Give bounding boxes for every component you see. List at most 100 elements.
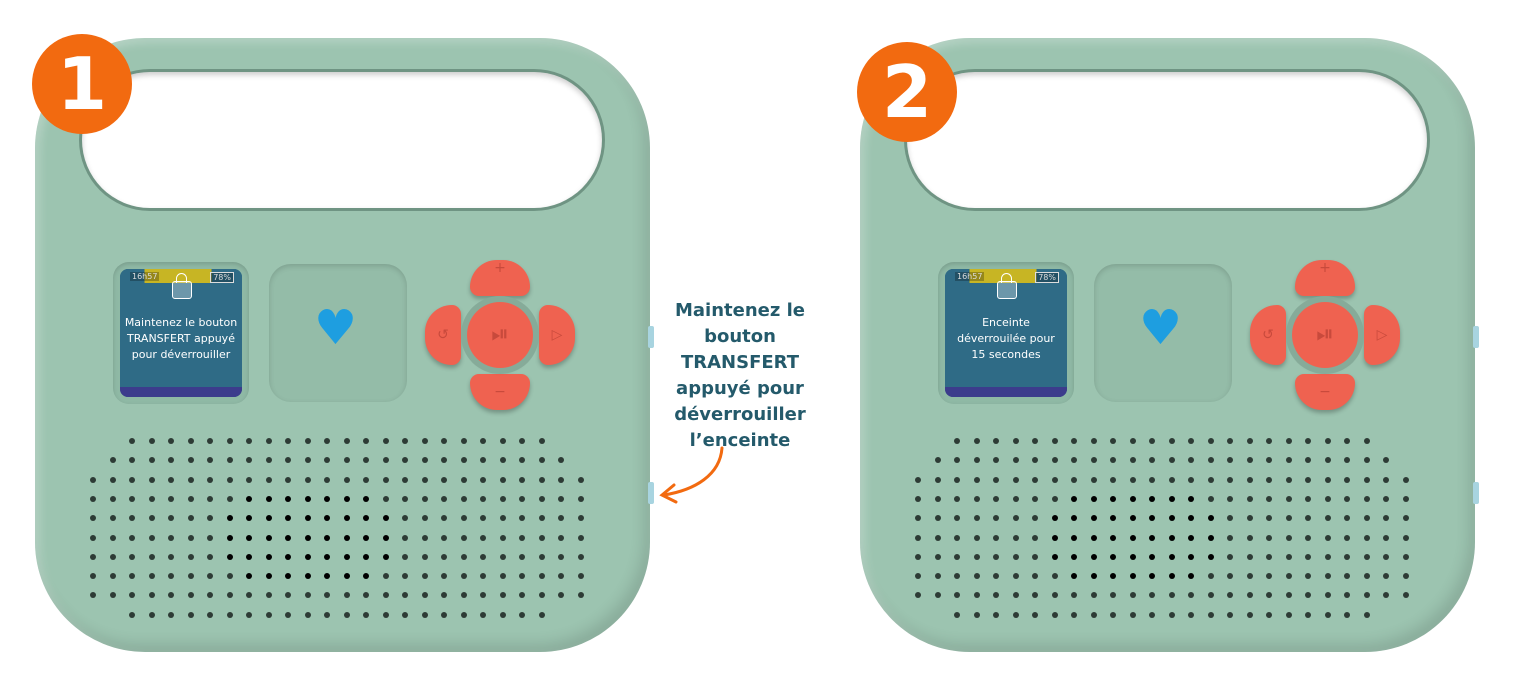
grille-hole [1051,573,1058,580]
grille-hole [363,515,369,522]
transfer-button[interactable] [1473,482,1479,504]
grille-hole [109,515,116,522]
grille-hole [1051,457,1058,464]
grille-hole [1246,553,1253,560]
grille-hole [1227,611,1233,618]
grille-hole [1305,438,1311,444]
grille-hole [460,553,467,560]
grille-hole [1324,495,1331,502]
next-button[interactable]: ▷ [539,305,575,365]
grille-hole [1188,534,1194,541]
grille-hole [1110,515,1116,522]
grille-hole [1129,553,1136,560]
side-button[interactable] [648,326,654,348]
volume-down-button[interactable]: − [470,374,530,410]
grille-hole [1149,495,1155,502]
grille-hole [558,457,564,464]
play-pause-button[interactable]: ⏯ [467,302,533,368]
grille-hole [1324,515,1331,522]
transfer-button[interactable] [648,482,654,504]
grille-hole [207,476,213,483]
grille-hole [285,534,291,541]
back-button[interactable]: ↺ [425,305,461,365]
grille-hole [402,495,408,502]
volume-up-button[interactable]: + [470,260,530,296]
grille-hole [1344,515,1350,522]
grille-hole [993,457,999,464]
grille-hole [1363,573,1370,580]
grille-hole [1110,592,1116,599]
grille-hole [558,573,564,580]
grille-hole [1207,592,1214,599]
grille-hole [382,476,389,483]
grille-hole [343,592,350,599]
grille-hole [558,495,564,502]
grille-hole [324,495,330,502]
grille-hole [441,534,447,541]
next-button[interactable]: ▷ [1364,305,1400,365]
grille-hole [402,592,408,599]
grille-hole [1227,534,1233,541]
grille-hole [1110,553,1116,560]
play-pause-button[interactable]: ⏯ [1292,302,1358,368]
grille-hole [148,611,155,618]
grille-hole [265,573,272,580]
grille-hole [363,592,369,599]
grille-hole [1051,515,1058,522]
grille-hole [441,515,447,522]
grille-hole [265,515,272,522]
grille-hole [1227,438,1233,444]
grille-hole [1285,592,1292,599]
grille-hole [1246,495,1253,502]
heart-icon: ♥ [1139,300,1183,356]
grille-hole [1402,515,1409,522]
grille-hole [1344,438,1350,444]
grille-hole [1227,457,1233,464]
grille-hole [954,592,960,599]
grille-hole [1188,592,1194,599]
back-button[interactable]: ↺ [1250,305,1286,365]
grille-hole [265,457,272,464]
grille-hole [1168,495,1175,502]
grille-hole [1305,476,1311,483]
grille-hole [1110,495,1116,502]
grille-hole [460,476,467,483]
grille-hole [499,611,506,618]
grille-hole [519,515,525,522]
grille-hole [343,534,350,541]
grille-hole [421,438,428,444]
grille-hole [1246,476,1253,483]
volume-down-button[interactable]: − [1295,374,1355,410]
screen-frame: 16h57 78% Maintenez le bouton TRANSFERT … [113,262,249,404]
grille-hole [324,534,330,541]
grille-hole [1246,457,1253,464]
grille-hole [538,611,545,618]
volume-up-button[interactable]: + [1295,260,1355,296]
grille-hole [1149,438,1155,444]
grille-hole [1149,515,1155,522]
grille-hole [421,553,428,560]
grille-hole [1188,611,1194,618]
grille-hole [246,553,252,560]
favorite-button[interactable]: ♥ [269,264,407,402]
grille-hole [934,553,941,560]
side-button[interactable] [1473,326,1479,348]
grille-hole [558,476,564,483]
grille-hole [168,534,174,541]
grille-hole [187,573,194,580]
grille-hole [90,495,96,502]
grille-hole [1012,573,1019,580]
grille-hole [324,457,330,464]
grille-hole [441,457,447,464]
grille-hole [1383,534,1389,541]
grille-hole [1344,476,1350,483]
grille-hole [129,573,135,580]
device-screen: 16h57 78% Maintenez le bouton TRANSFERT … [120,269,242,397]
grille-hole [1071,573,1077,580]
grille-hole [1305,515,1311,522]
grille-hole [577,476,584,483]
grille-hole [519,611,525,618]
grille-hole [304,495,311,502]
favorite-button[interactable]: ♥ [1094,264,1232,402]
grille-hole [1402,495,1409,502]
